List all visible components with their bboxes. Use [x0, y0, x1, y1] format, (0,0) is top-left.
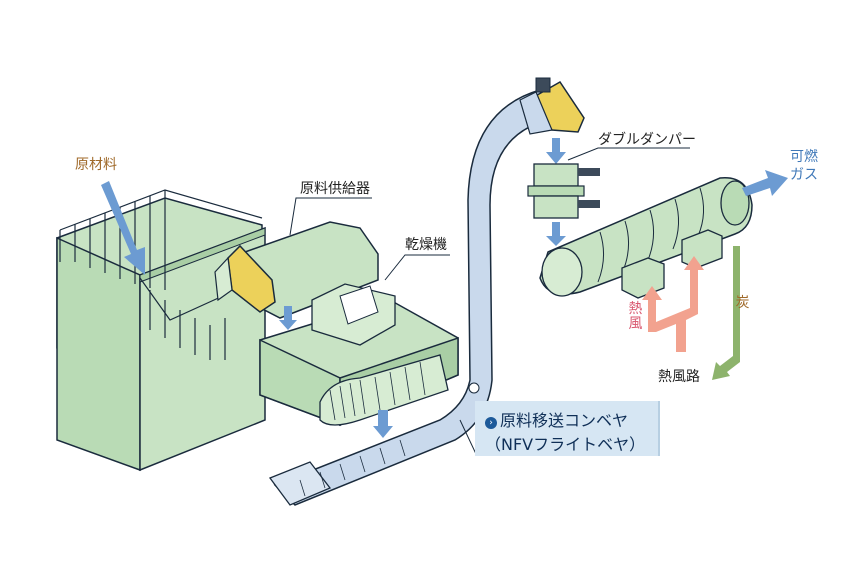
hot-air-arrow — [642, 256, 704, 352]
carbonizer-drum — [539, 177, 753, 299]
dryer-leader — [384, 254, 450, 281]
raw-material-label: 原材料 — [75, 157, 117, 173]
raw-material-arrow — [101, 181, 145, 275]
conveyor-label-line2: （NFVフライトベヤ） — [485, 435, 646, 454]
charcoal-label: 炭 — [735, 295, 750, 311]
conveyor-label-line1: 原料移送コンベヤ — [500, 411, 629, 430]
conveyor-callout: ›原料移送コンベヤ （NFVフライトベヤ） — [475, 401, 660, 456]
hot-air-path-label: 熱風路 — [658, 369, 700, 385]
damper-leader — [567, 147, 690, 161]
hot-air-label: 熱風 — [628, 301, 643, 332]
feeder-leader — [289, 197, 372, 236]
raw-material-hopper — [56, 189, 266, 472]
feeder-label: 原料供給器 — [300, 181, 370, 197]
flammable-gas-label: 可燃ガス — [790, 149, 818, 183]
charcoal-arrow — [712, 246, 740, 380]
conveyor-head — [519, 77, 585, 135]
flammable-gas-arrow — [742, 170, 788, 196]
dryer-label: 乾燥機 — [405, 237, 447, 253]
arrow-bullet-icon: › — [485, 417, 497, 429]
double-damper — [527, 138, 600, 246]
double-damper-label: ダブルダンパー — [598, 132, 696, 148]
feeder-dryer-unit — [214, 221, 459, 438]
